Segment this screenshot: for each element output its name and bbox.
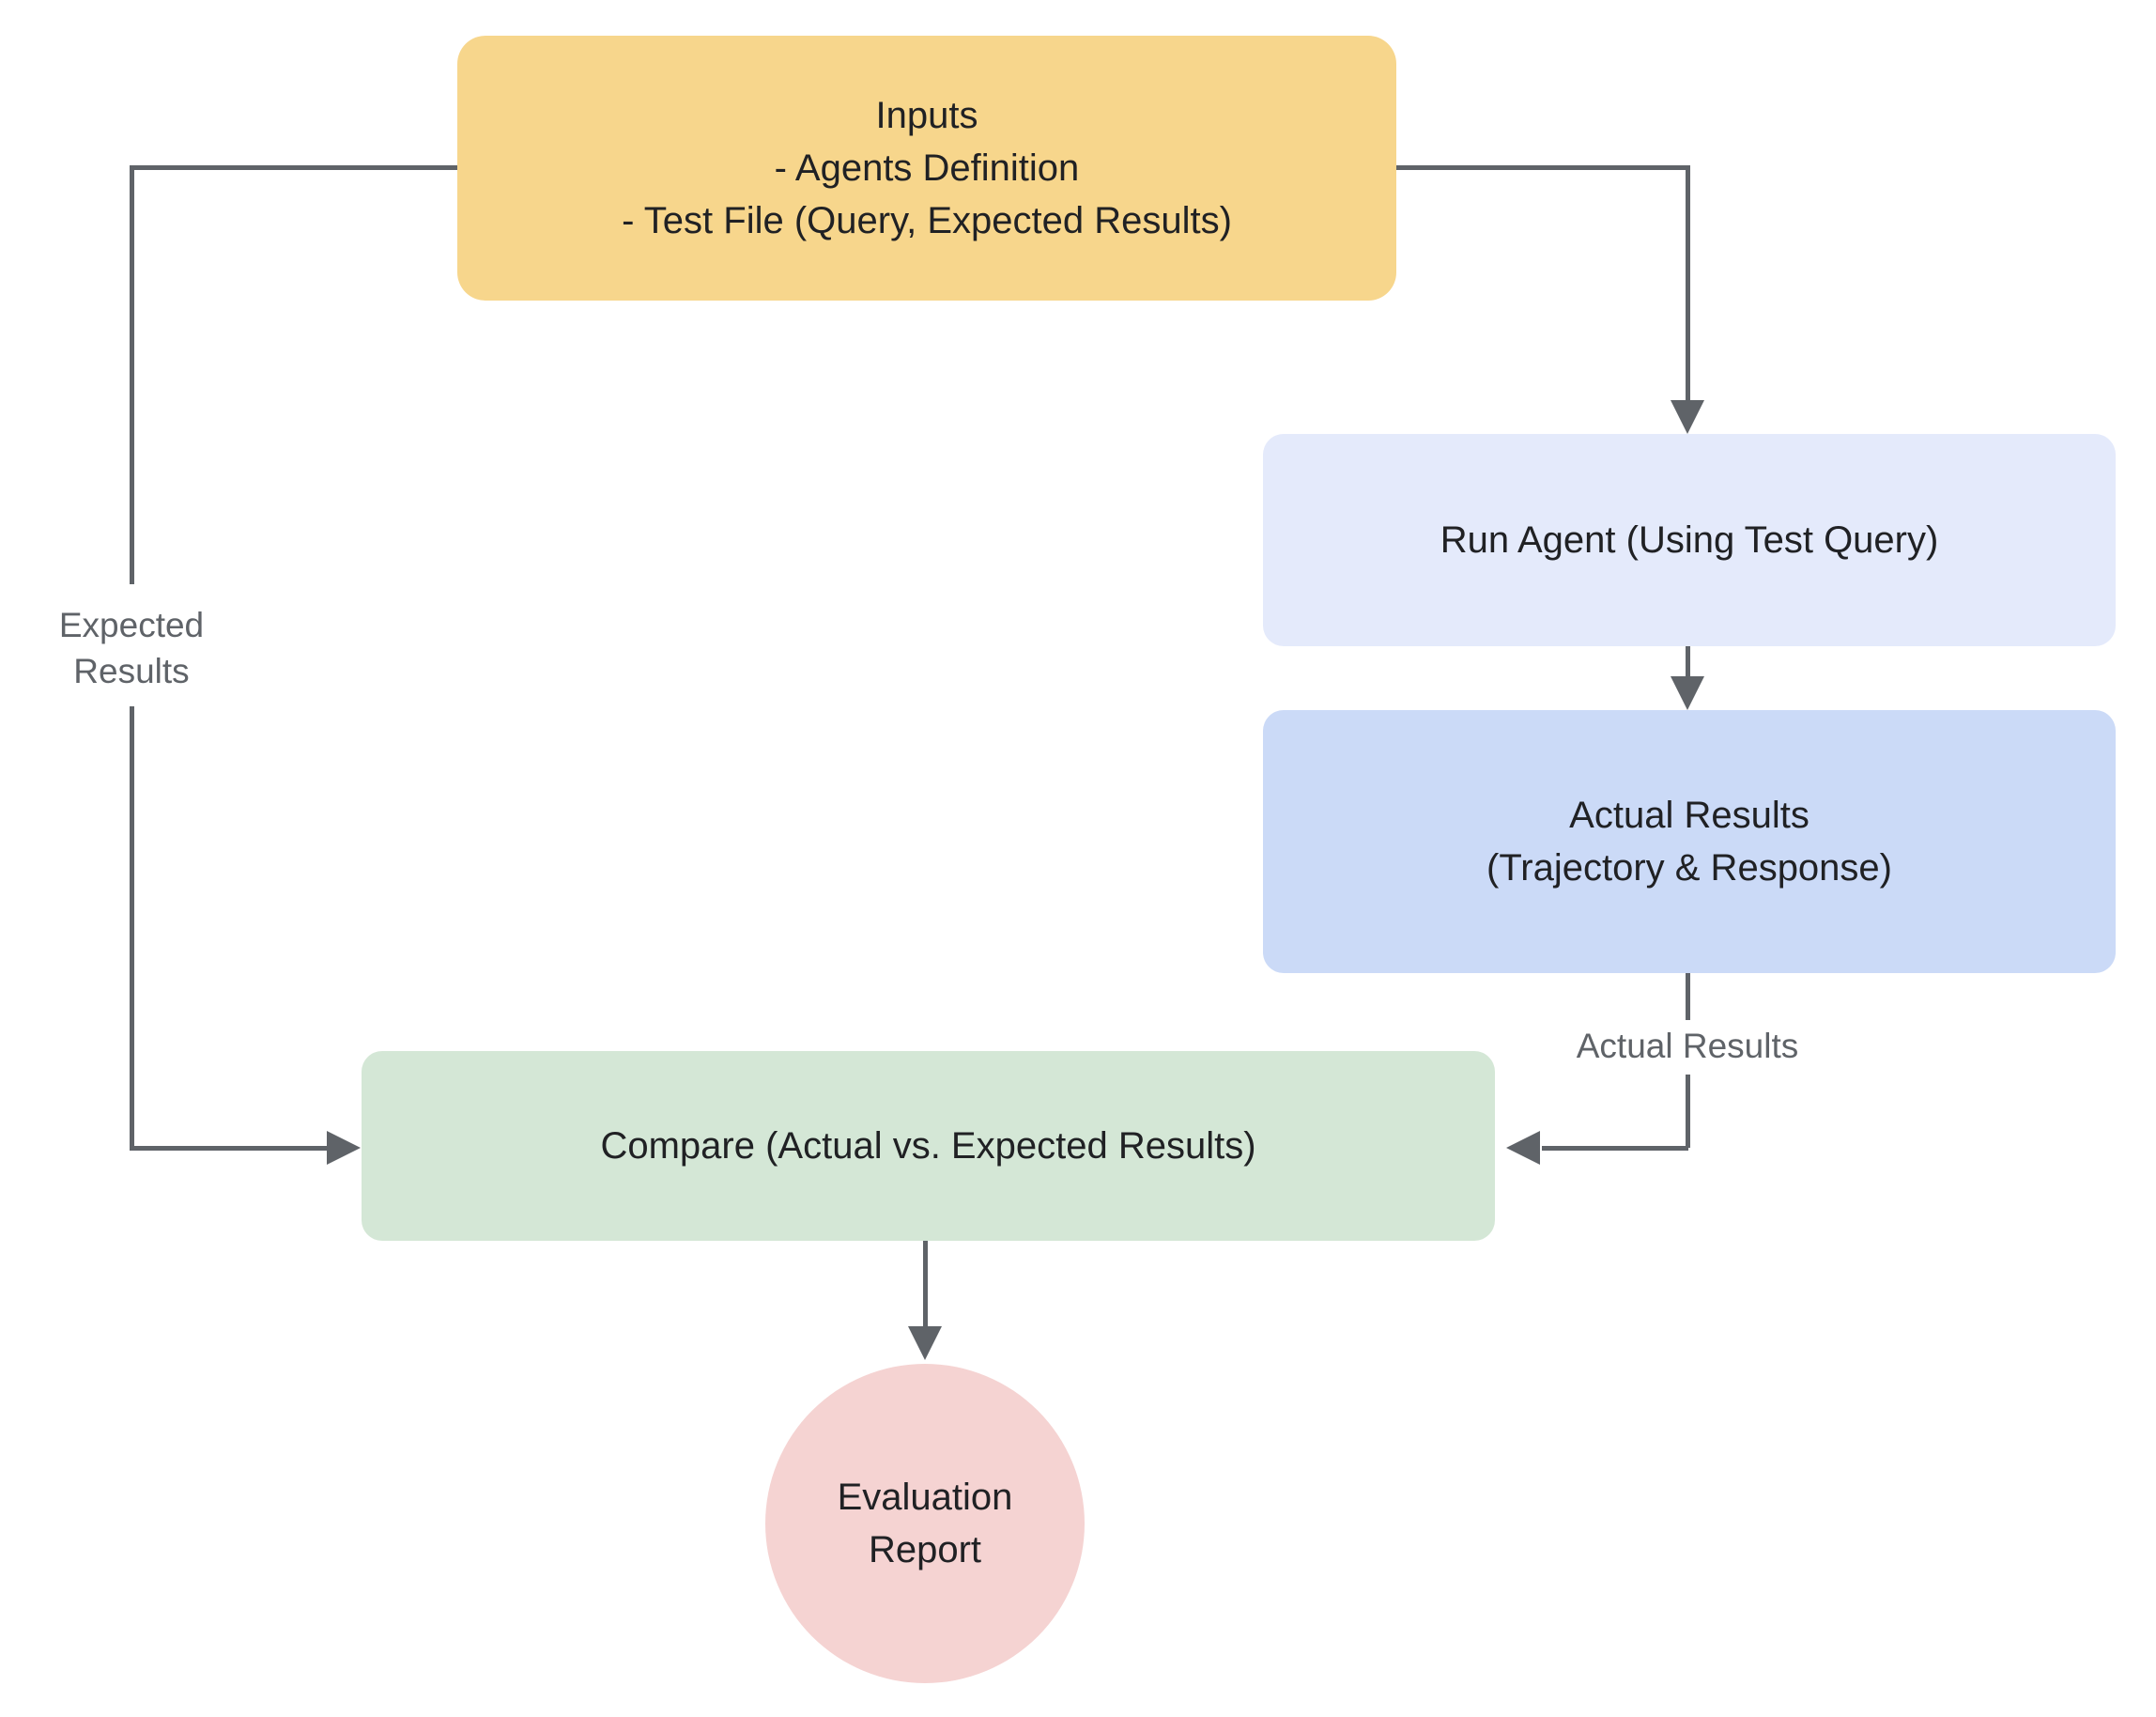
edge-inputs-compare-segment xyxy=(130,165,457,170)
node-compare-label: Compare (Actual vs. Expected Results) xyxy=(600,1125,1256,1167)
node-run-agent: Run Agent (Using Test Query) xyxy=(1263,434,2116,646)
node-evaluation-report: Evaluation Report xyxy=(765,1364,1085,1683)
node-actual-results-label: Actual Results (Trajectory & Response) xyxy=(1486,795,1892,889)
edge-compare-evaluation-report-segment xyxy=(923,1241,928,1328)
edge-run-agent-actual-results-segment xyxy=(1686,646,1690,678)
arrowhead-into-run-agent xyxy=(1671,400,1704,434)
edge-label-actual-results: Actual Results xyxy=(1576,1027,1799,1065)
edge-label-expected-results: Expected Results xyxy=(58,606,205,690)
edge-actual-results-compare-segment xyxy=(1542,1146,1688,1151)
edge-inputs-compare-segment xyxy=(130,1146,329,1151)
node-inputs-label: Inputs - Agents Definition - Test File (… xyxy=(622,95,1232,241)
node-run-agent-label: Run Agent (Using Test Query) xyxy=(1440,519,1939,561)
edge-inputs-run-agent-segment xyxy=(1396,165,1689,170)
arrowhead-into-actual-results xyxy=(1671,676,1704,710)
edge-inputs-run-agent-segment xyxy=(1686,165,1690,402)
edge-actual-results-compare-segment xyxy=(1686,1075,1690,1148)
arrowhead-into-evaluation-report xyxy=(908,1326,942,1360)
arrowhead-into-compare-left xyxy=(327,1131,361,1165)
edge-actual-results-compare-segment xyxy=(1686,973,1690,1020)
arrowhead-into-compare-right xyxy=(1506,1131,1540,1165)
edge-inputs-compare-segment xyxy=(130,706,134,1148)
node-actual-results: Actual Results (Trajectory & Response) xyxy=(1263,710,2116,973)
edge-inputs-compare-segment xyxy=(130,165,134,584)
node-evaluation-report-label: Evaluation Report xyxy=(837,1477,1013,1570)
node-inputs: Inputs - Agents Definition - Test File (… xyxy=(457,36,1396,301)
node-compare: Compare (Actual vs. Expected Results) xyxy=(362,1051,1495,1241)
